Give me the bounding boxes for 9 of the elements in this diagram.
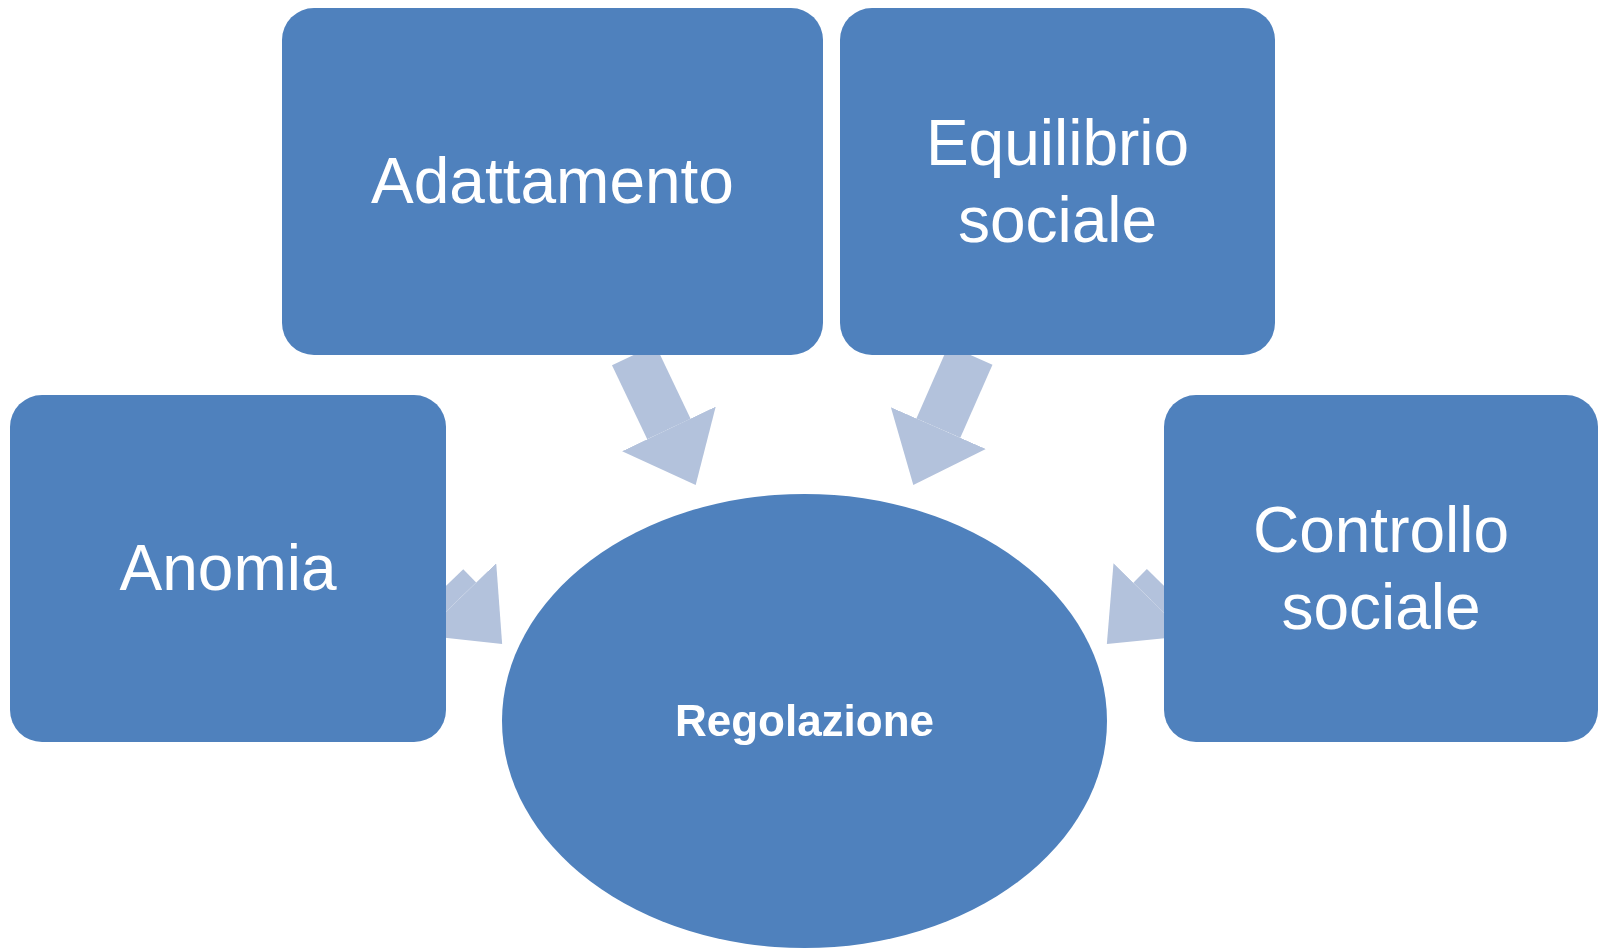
rounded-box: [840, 8, 1275, 355]
rounded-box: [1164, 395, 1598, 742]
node-label: Anomia: [119, 531, 337, 607]
node-label: Regolazione: [674, 694, 935, 747]
node-label: Equilibrio sociale: [924, 105, 1191, 258]
node-label: Adattamento: [371, 144, 734, 220]
node-label: Controllo sociale: [1251, 492, 1511, 645]
rounded-box: [282, 8, 823, 355]
rounded-box: [10, 395, 446, 742]
